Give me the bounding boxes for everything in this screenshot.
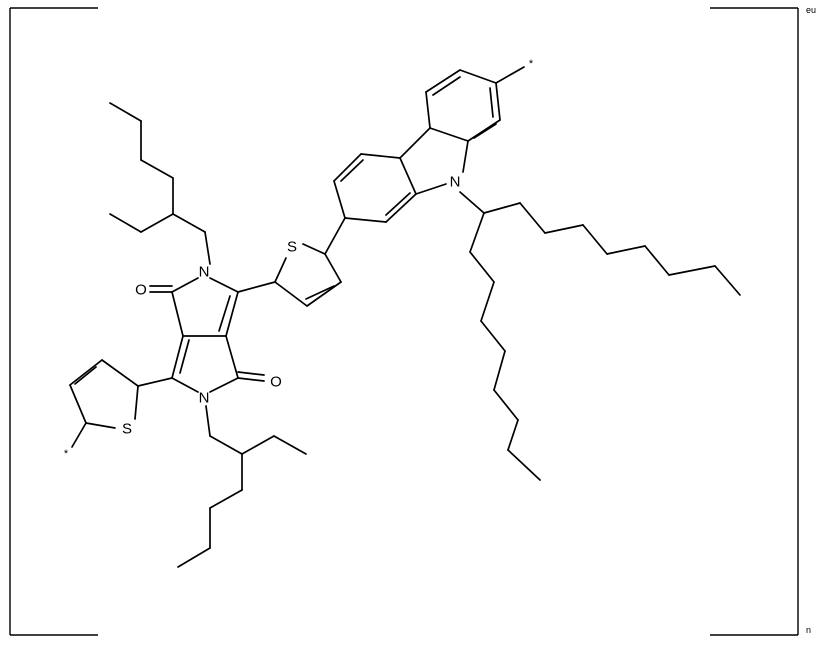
atom-s-upper-thiophene: S	[287, 239, 297, 256]
atom-s-left-thiophene: S	[122, 421, 132, 438]
atom-o-upper: O	[135, 282, 147, 299]
atom-o-lower: O	[270, 374, 282, 391]
attachment-point-left: *	[64, 448, 69, 460]
atom-n-carbazole: N	[450, 174, 461, 191]
atom-n-lower: N	[199, 390, 210, 407]
atom-n-upper: N	[199, 264, 210, 281]
bracket-label-top: eu	[806, 5, 816, 15]
left-thiophene-ring	[69, 359, 173, 448]
carbazole-unit	[333, 66, 525, 223]
left-bracket	[9, 7, 98, 636]
branched-alkyl-chain	[459, 191, 741, 481]
right-bracket	[710, 7, 799, 636]
upper-thiophene-ring	[237, 217, 346, 307]
upper-ethylhexyl-chain	[109, 102, 211, 265]
bracket-label-bottom: n	[806, 625, 811, 635]
dpp-core	[149, 277, 265, 393]
lower-ethylhexyl-chain	[177, 405, 307, 568]
attachment-point-right: *	[529, 58, 534, 70]
